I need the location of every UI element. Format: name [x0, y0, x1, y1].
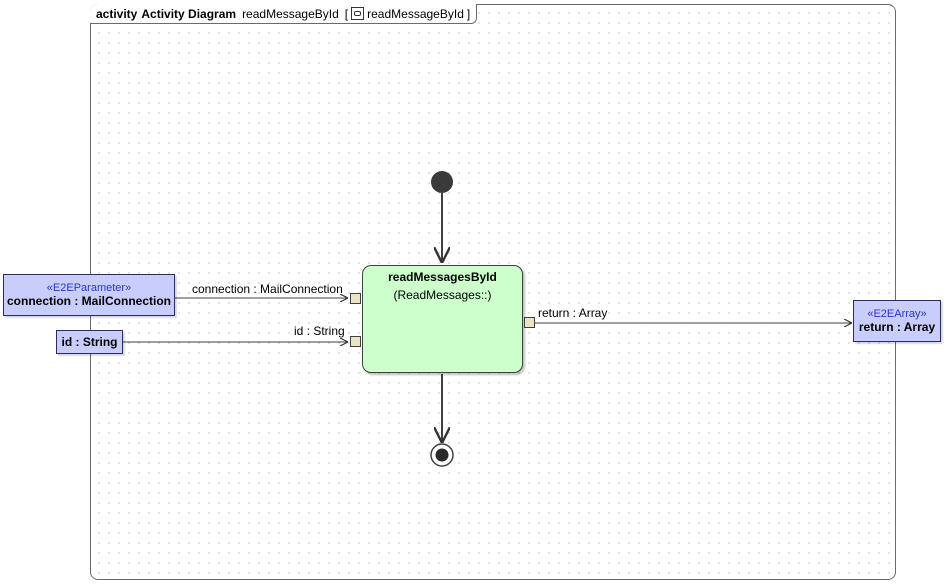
input-pin-id[interactable]	[350, 336, 361, 347]
parameter-id-label: id : String	[61, 335, 118, 349]
parameter-return-label: return : Array	[858, 320, 936, 334]
action-read-messages-by-id[interactable]: readMessagesById (ReadMessages::)	[362, 265, 523, 373]
behavior-icon	[351, 7, 365, 20]
frame-context-name: readMessageById	[242, 6, 339, 21]
edge-label-id: id : String	[294, 324, 345, 338]
frame-behavior: [ readMessageById ]	[345, 7, 470, 21]
output-pin-return[interactable]	[524, 317, 535, 328]
frame-bracket-close: ]	[466, 6, 471, 21]
frame-behavior-name: readMessageById	[367, 6, 464, 21]
edge-label-return: return : Array	[538, 306, 608, 320]
action-name: readMessagesById	[388, 270, 497, 284]
frame-header: activity Activity Diagram readMessageByI…	[90, 4, 478, 24]
parameter-return-stereotype: «E2EArray»	[867, 308, 927, 320]
activity-final-inner	[435, 448, 449, 462]
edge-label-connection: connection : MailConnection	[192, 282, 343, 296]
initial-node[interactable]	[431, 171, 453, 193]
frame-bracket-open: [	[344, 6, 349, 21]
parameter-connection[interactable]: «E2EParameter» connection : MailConnecti…	[3, 274, 175, 316]
parameter-connection-stereotype: «E2EParameter»	[46, 282, 132, 294]
input-pin-connection[interactable]	[350, 293, 361, 304]
frame-diagram-name: Activity Diagram	[141, 6, 237, 21]
parameter-return[interactable]: «E2EArray» return : Array	[853, 300, 941, 342]
action-behavior: (ReadMessages::)	[393, 288, 492, 302]
parameter-connection-label: connection : MailConnection	[7, 294, 171, 308]
frame-keyword: activity	[96, 6, 138, 21]
parameter-id[interactable]: id : String	[56, 330, 123, 354]
